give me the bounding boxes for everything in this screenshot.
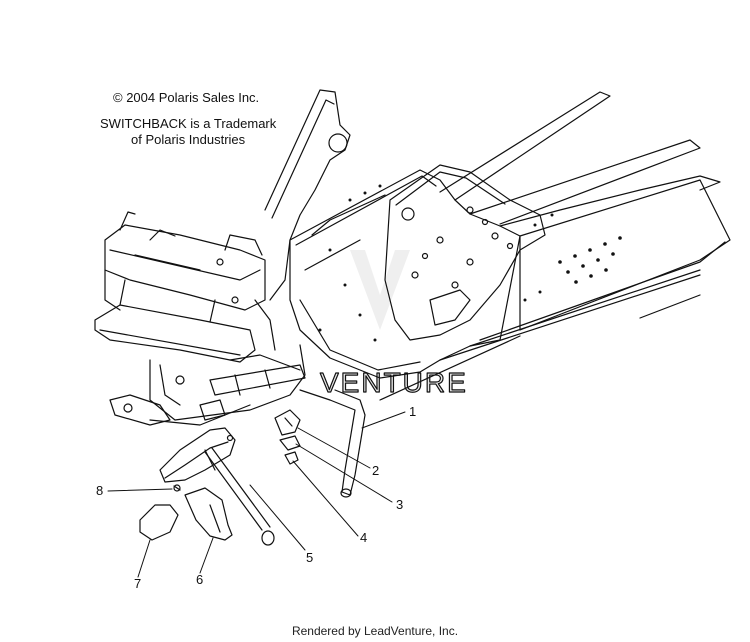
tunnel-rivets (318, 184, 622, 342)
part-2-clamp (274, 409, 301, 436)
callout-8: 8 (96, 483, 103, 498)
copyright-note: © 2004 Polaris Sales Inc. (113, 90, 260, 105)
side-plate (384, 164, 546, 341)
trademark-note-line1: SWITCHBACK is a Trademark (100, 116, 277, 131)
part-5-lever-mount (159, 427, 275, 546)
part-3-clamp (279, 435, 301, 451)
callout-5: 5 (306, 550, 313, 565)
leader-lines (107, 411, 406, 578)
footer-credit: Rendered by LeadVenture, Inc. (291, 624, 459, 638)
tunnel-body (379, 91, 731, 401)
callout-4: 4 (360, 530, 367, 545)
callout-3: 3 (396, 497, 403, 512)
watermark-logo: VENTURE (319, 250, 468, 399)
watermark-text: VENTURE (320, 367, 468, 398)
part-7-pad (139, 504, 179, 541)
part-4-fastener (284, 451, 299, 465)
part-1-handle-tube (299, 389, 366, 498)
callout-7: 7 (134, 576, 141, 591)
trademark-note-line2: of Polaris Industries (131, 132, 246, 147)
tunnel-side-panel (264, 89, 521, 379)
part-6-boot (184, 487, 233, 541)
callout-labels: 1 2 3 4 5 6 7 8 (96, 404, 416, 591)
callout-1: 1 (409, 404, 416, 419)
callout-2: 2 (372, 463, 379, 478)
part-8-screw (173, 484, 181, 492)
front-bulkhead-frame (94, 211, 306, 426)
callout-6: 6 (196, 572, 203, 587)
cross-linkage (149, 364, 306, 426)
